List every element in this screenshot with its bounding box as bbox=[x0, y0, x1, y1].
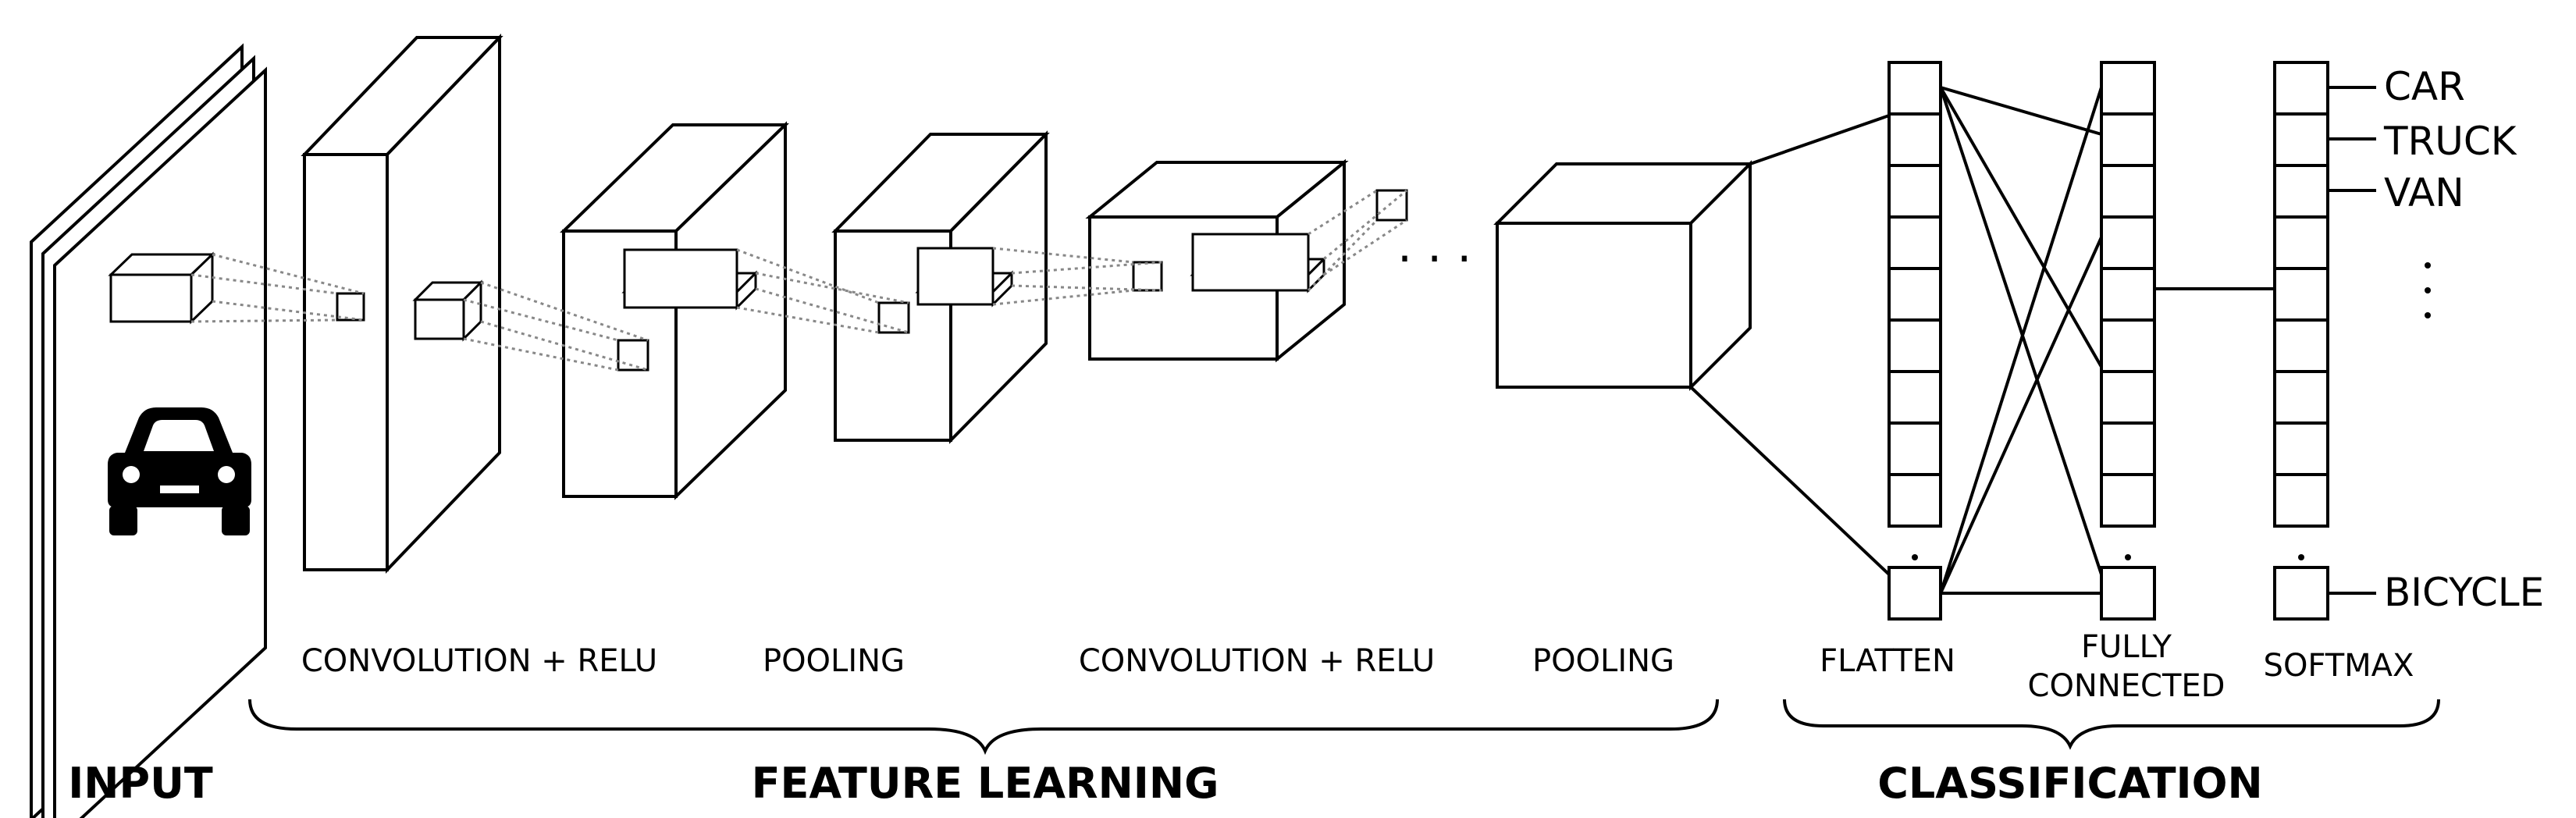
flatten-cell bbox=[1888, 473, 1942, 528]
class-label-van: VAN bbox=[2384, 170, 2464, 215]
conv1-feature-map bbox=[301, 34, 503, 574]
stage-label-softmax: SOFTMAX bbox=[2264, 648, 2414, 684]
softmax-cell bbox=[2273, 164, 2329, 219]
fc-cell bbox=[2100, 370, 2156, 425]
class-ticks bbox=[2328, 86, 2376, 595]
softmax-cell bbox=[2273, 370, 2329, 425]
conv2-output-unit bbox=[877, 301, 910, 334]
softmax-cell bbox=[2273, 215, 2329, 270]
softmax-cell bbox=[2273, 61, 2329, 116]
group-label-input: INPUT bbox=[68, 759, 213, 808]
stage-label-conv1: CONVOLUTION + RELU bbox=[301, 643, 657, 679]
fc-cell bbox=[2100, 473, 2156, 528]
fc-cell bbox=[2100, 164, 2156, 219]
flatten-connection-bottom bbox=[1689, 386, 1891, 576]
flatten-ellipsis-dot bbox=[1912, 554, 1918, 560]
stage-label-conv2: CONVOLUTION + RELU bbox=[1079, 643, 1435, 679]
group-label-feature-learning: FEATURE LEARNING bbox=[752, 759, 1219, 808]
stage-label-fc-line2: CONNECTED bbox=[2028, 668, 2226, 704]
group-label-classification: CLASSIFICATION bbox=[1877, 759, 2263, 808]
car-icon bbox=[108, 407, 251, 535]
flatten-connection-top bbox=[1749, 114, 1890, 165]
stage-label-pool1: POOLING bbox=[763, 643, 905, 679]
softmax-cell bbox=[2273, 267, 2329, 322]
class-label-bicycle: BICYCLE bbox=[2384, 570, 2544, 615]
conv1-kernel bbox=[412, 279, 484, 342]
flatten-cell bbox=[1888, 112, 1942, 167]
flatten-cell bbox=[1888, 318, 1942, 373]
softmax-cell bbox=[2273, 318, 2329, 373]
classification-brace bbox=[1783, 699, 2440, 750]
flatten-last-cell bbox=[1888, 566, 1942, 621]
fc-cell bbox=[2100, 421, 2156, 476]
flatten-cell bbox=[1888, 421, 1942, 476]
softmax-cell bbox=[2273, 112, 2329, 167]
feature-learning-brace bbox=[248, 699, 1719, 756]
dense-connections bbox=[1939, 86, 2103, 595]
softmax-last-cell bbox=[2273, 566, 2329, 621]
flatten-cell bbox=[1888, 164, 1942, 219]
conv3-output-unit bbox=[1132, 261, 1163, 292]
fc-cell bbox=[2100, 318, 2156, 373]
pool2-feature-map bbox=[1493, 160, 1754, 391]
stage-label-fc-line1: FULLY bbox=[2081, 629, 2172, 665]
fc-ellipsis-dot bbox=[2125, 554, 2131, 560]
fc-last-cell bbox=[2100, 566, 2156, 621]
fc-cell bbox=[2100, 215, 2156, 270]
fc-cell bbox=[2100, 61, 2156, 116]
fully-connected-vector bbox=[2100, 61, 2156, 621]
stage-label-flatten: FLATTEN bbox=[1820, 643, 1955, 679]
fc-cell bbox=[2100, 267, 2156, 322]
pool1-output-unit bbox=[617, 339, 649, 372]
stage-label-pool2: POOLING bbox=[1532, 643, 1674, 679]
flatten-cell bbox=[1888, 267, 1942, 322]
flatten-cell bbox=[1888, 61, 1942, 116]
conv3-feature-map bbox=[1085, 158, 1349, 363]
class-label-truck: TRUCK bbox=[2383, 119, 2517, 164]
softmax-cell bbox=[2273, 473, 2329, 528]
softmax-vector bbox=[2273, 61, 2329, 621]
conv2-feature-map bbox=[831, 130, 1050, 444]
classes-ellipsis bbox=[2425, 262, 2431, 318]
pool1-kernel bbox=[621, 248, 759, 311]
fc-cell bbox=[2100, 112, 2156, 167]
conv2-kernel bbox=[915, 247, 1015, 308]
flatten-cell bbox=[1888, 370, 1942, 425]
flatten-cell bbox=[1888, 215, 1942, 270]
conv1-output-unit bbox=[336, 292, 365, 322]
input-image-stack bbox=[30, 43, 267, 818]
layers-ellipsis: . . . bbox=[1397, 219, 1471, 273]
class-label-car: CAR bbox=[2384, 64, 2465, 109]
softmax-cell bbox=[2273, 421, 2329, 476]
input-receptive-field bbox=[108, 251, 215, 325]
receptive-field-connections bbox=[190, 189, 1407, 372]
conv3-kernel bbox=[1190, 233, 1327, 293]
flatten-vector bbox=[1888, 61, 1942, 621]
softmax-ellipsis-dot bbox=[2298, 554, 2304, 560]
